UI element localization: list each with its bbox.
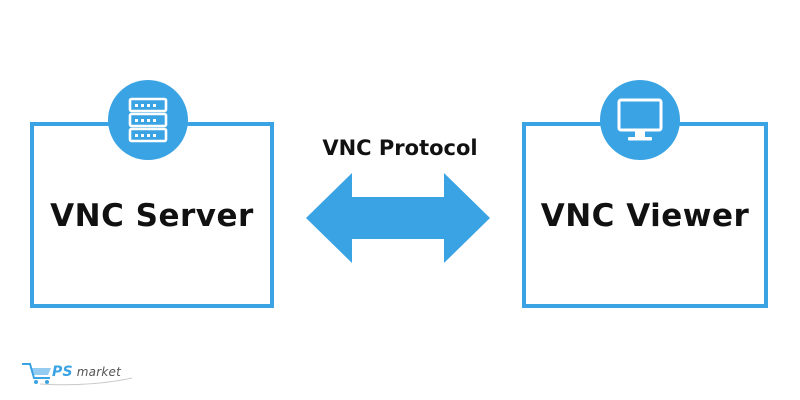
brand-logo-text: PS market [52, 364, 121, 380]
vnc-viewer-label: VNC Viewer [540, 198, 750, 234]
server-icon [108, 80, 188, 160]
vnc-protocol-label: VNC Protocol [322, 136, 478, 160]
brand-logo-market: market [76, 365, 121, 379]
vnc-server-label: VNC Server [50, 198, 254, 234]
server-icon-graphic [128, 97, 168, 143]
monitor-icon [600, 80, 680, 160]
monitor-icon-graphic [617, 98, 663, 141]
double-arrow-icon [306, 173, 490, 263]
brand-logo-ps: PS [52, 364, 73, 380]
brand-logo-icon [22, 363, 133, 386]
